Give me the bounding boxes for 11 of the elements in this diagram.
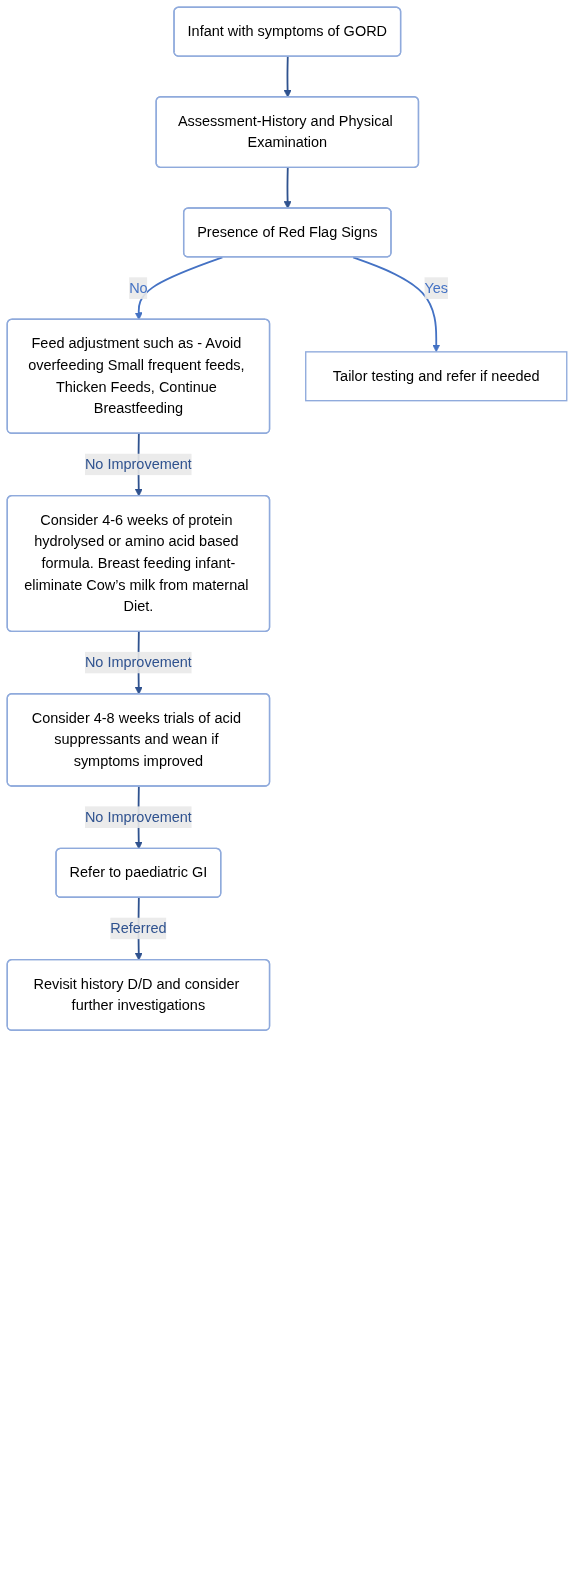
edge-label: No Improvement [84,809,192,825]
edge-label: Yes [424,279,449,296]
edge-label: No [129,279,148,296]
edge-label: No Improvement [84,456,192,472]
arrow [283,55,292,98]
edge-label: Referred [110,920,167,936]
edge-label: No Improvement [84,654,192,670]
arrow [134,256,224,321]
arrow [283,166,292,209]
node-box: Tailor testing and refer if needed [305,351,568,402]
arrow [352,256,441,353]
